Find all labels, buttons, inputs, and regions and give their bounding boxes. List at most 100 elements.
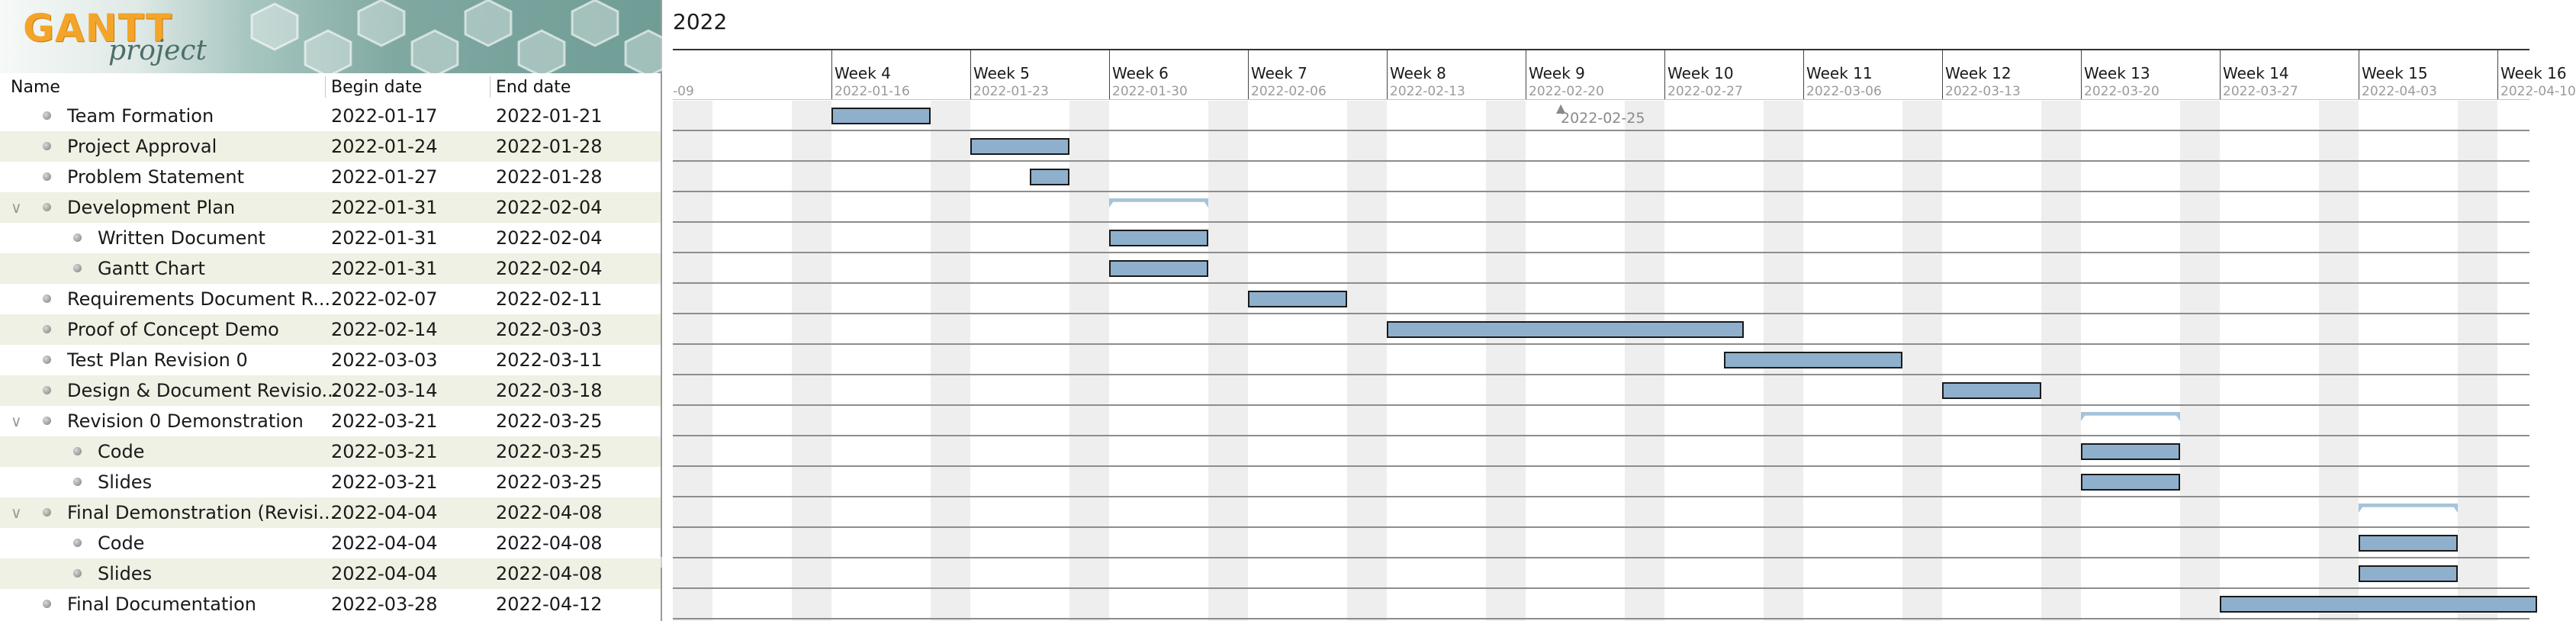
expand-chevron-icon[interactable]: ∨ — [11, 198, 22, 217]
summary-task-bar[interactable] — [2081, 412, 2180, 421]
task-row[interactable]: Slides 2022-04-04 2022-04-08 — [0, 558, 661, 589]
task-end-date[interactable]: 2022-04-12 — [496, 594, 603, 615]
task-bar[interactable] — [1109, 230, 1208, 246]
task-name[interactable]: Team Formation — [67, 105, 214, 127]
task-name[interactable]: Slides — [98, 471, 153, 493]
task-end-date[interactable]: 2022-02-04 — [496, 197, 603, 218]
task-name[interactable]: Final Documentation — [67, 594, 256, 615]
task-table-panel: GANTT project Name Begin date End date T… — [0, 0, 673, 621]
task-row[interactable]: Code 2022-04-04 2022-04-08 — [0, 528, 661, 558]
task-begin-date[interactable]: 2022-03-21 — [331, 441, 438, 462]
task-bar[interactable] — [1248, 291, 1347, 307]
expand-chevron-icon[interactable]: ∨ — [11, 412, 22, 430]
task-bar[interactable] — [2220, 596, 2537, 613]
task-end-date[interactable]: 2022-02-11 — [496, 288, 603, 310]
task-begin-date[interactable]: 2022-02-07 — [331, 288, 438, 310]
task-bar[interactable] — [2081, 474, 2180, 491]
task-begin-date[interactable]: 2022-01-31 — [331, 197, 438, 218]
task-bullet-icon — [73, 264, 82, 272]
task-name[interactable]: Project Approval — [67, 136, 217, 157]
task-row[interactable]: ∨Final Demonstration (Revisi...2022-04-0… — [0, 497, 661, 528]
task-end-date[interactable]: 2022-01-21 — [496, 105, 603, 127]
task-row[interactable]: Project Approval 2022-01-24 2022-01-28 — [0, 131, 661, 162]
task-bullet-icon — [43, 294, 51, 303]
task-bar[interactable] — [2081, 443, 2180, 460]
task-row[interactable]: Gantt Chart 2022-01-31 2022-02-04 — [0, 253, 661, 284]
task-end-date[interactable]: 2022-01-28 — [496, 166, 603, 188]
task-end-date[interactable]: 2022-03-03 — [496, 319, 603, 340]
task-begin-date[interactable]: 2022-01-27 — [331, 166, 438, 188]
task-row[interactable]: ∨ Revision 0 Demonstration 2022-03-21 2022-… — [0, 406, 661, 436]
task-bar[interactable] — [1942, 382, 2041, 399]
task-begin-date[interactable]: 2022-04-04 — [331, 502, 438, 523]
task-end-date[interactable]: 2022-04-08 — [496, 533, 603, 554]
task-row[interactable]: Problem Statement 2022-01-27 2022-01-28 — [0, 162, 661, 192]
summary-task-bar[interactable] — [2359, 504, 2458, 513]
weekend-column — [931, 101, 970, 621]
task-end-date[interactable]: 2022-03-25 — [496, 471, 603, 493]
task-begin-date[interactable]: 2022-01-31 — [331, 258, 438, 279]
task-bar[interactable] — [2359, 565, 2458, 582]
task-row[interactable]: Final Documentation 2022-03-28 2022-04-12 — [0, 589, 661, 619]
task-bar[interactable] — [970, 138, 1069, 155]
task-bar[interactable] — [2359, 535, 2458, 552]
week-label: Week 10 — [1667, 64, 1734, 82]
column-divider[interactable] — [325, 76, 326, 98]
task-name[interactable]: Gantt Chart — [98, 258, 205, 279]
task-end-date[interactable]: 2022-04-08 — [496, 502, 603, 523]
task-name[interactable]: Development Plan — [67, 197, 236, 218]
task-name[interactable]: Requirements Document R... — [67, 288, 331, 310]
expand-chevron-icon[interactable]: ∨ — [11, 504, 22, 522]
task-name[interactable]: Design & Document Revisio... — [67, 380, 339, 401]
task-bar[interactable] — [1109, 260, 1208, 277]
task-name[interactable]: Code — [98, 441, 145, 462]
weekend-column — [2458, 101, 2497, 621]
task-bar[interactable] — [1724, 352, 1902, 368]
task-end-date[interactable]: 2022-01-28 — [496, 136, 603, 157]
task-begin-date[interactable]: 2022-03-14 — [331, 380, 438, 401]
task-begin-date[interactable]: 2022-03-21 — [331, 471, 438, 493]
task-begin-date[interactable]: 2022-02-14 — [331, 319, 438, 340]
task-end-date[interactable]: 2022-03-25 — [496, 410, 603, 432]
task-row[interactable]: Written Document 2022-01-31 2022-02-04 — [0, 223, 661, 253]
task-name[interactable]: Proof of Concept Demo — [67, 319, 279, 340]
task-row[interactable]: ∨ Development Plan 2022-01-31 2022-02-04 — [0, 192, 661, 223]
task-name[interactable]: Problem Statement — [67, 166, 245, 188]
column-header-begin-date[interactable]: Begin date — [331, 78, 423, 97]
task-row[interactable]: Team Formation 2022-01-17 2022-01-21 — [0, 101, 661, 131]
task-begin-date[interactable]: 2022-03-28 — [331, 594, 438, 615]
task-begin-date[interactable]: 2022-01-31 — [331, 227, 438, 249]
summary-task-bar[interactable] — [1109, 198, 1208, 208]
task-name[interactable]: Written Document — [98, 227, 265, 249]
task-row[interactable]: Proof of Concept Demo 2022-02-14 2022-03-0… — [0, 314, 661, 345]
task-row[interactable]: Test Plan Revision 0 2022-03-03 2022-03-11 — [0, 345, 661, 375]
column-header-name[interactable]: Name — [11, 78, 60, 97]
task-name[interactable]: Code — [98, 533, 145, 554]
task-bar[interactable] — [831, 108, 931, 124]
column-header-end-date[interactable]: End date — [496, 78, 571, 97]
task-row[interactable]: Design & Document Revisio...2022-03-14 20… — [0, 375, 661, 406]
task-begin-date[interactable]: 2022-01-24 — [331, 136, 438, 157]
task-bar[interactable] — [1030, 169, 1069, 185]
task-name[interactable]: Revision 0 Demonstration — [67, 410, 304, 432]
task-name[interactable]: Test Plan Revision 0 — [67, 349, 248, 371]
chart-row-line — [673, 526, 2529, 528]
task-begin-date[interactable]: 2022-04-04 — [331, 563, 438, 584]
week-label: Week 15 — [2362, 64, 2428, 82]
task-end-date[interactable]: 2022-02-04 — [496, 258, 603, 279]
task-name[interactable]: Final Demonstration (Revisi... — [67, 502, 336, 523]
task-row[interactable]: Requirements Document R...2022-02-07 2022… — [0, 284, 661, 314]
task-end-date[interactable]: 2022-03-18 — [496, 380, 603, 401]
task-begin-date[interactable]: 2022-04-04 — [331, 533, 438, 554]
task-end-date[interactable]: 2022-04-08 — [496, 563, 603, 584]
task-begin-date[interactable]: 2022-03-03 — [331, 349, 438, 371]
task-begin-date[interactable]: 2022-03-21 — [331, 410, 438, 432]
task-end-date[interactable]: 2022-03-11 — [496, 349, 603, 371]
task-begin-date[interactable]: 2022-01-17 — [331, 105, 438, 127]
task-bar[interactable] — [1387, 321, 1744, 338]
task-end-date[interactable]: 2022-03-25 — [496, 441, 603, 462]
task-row[interactable]: Code 2022-03-21 2022-03-25 — [0, 436, 661, 467]
task-name[interactable]: Slides — [98, 563, 153, 584]
task-end-date[interactable]: 2022-02-04 — [496, 227, 603, 249]
task-row[interactable]: Slides 2022-03-21 2022-03-25 — [0, 467, 661, 497]
